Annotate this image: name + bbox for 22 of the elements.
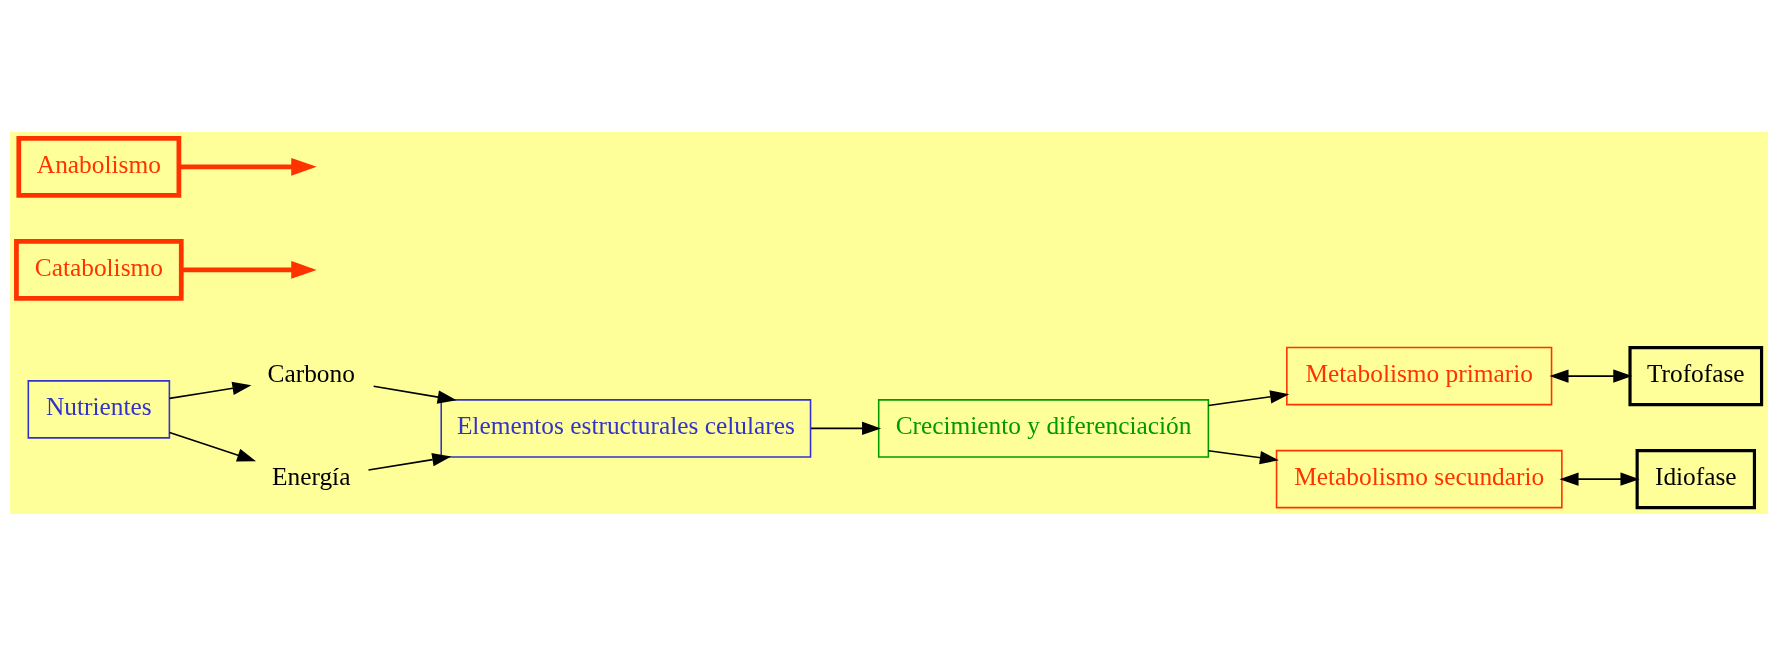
node-box: Metabolismo primario: [1286, 346, 1553, 405]
arrow: [1549, 368, 1633, 383]
node-box: Nutrientes: [27, 379, 171, 439]
arrow: [168, 431, 257, 462]
arrow: [810, 421, 882, 435]
arrow: [1559, 471, 1640, 486]
node-box: Trofofase: [1628, 345, 1764, 406]
node-box: Catabolismo: [14, 238, 184, 301]
arrow: [178, 157, 317, 176]
node-text: Energía: [272, 461, 351, 490]
arrow: [168, 381, 252, 399]
node-text: Carbono: [267, 358, 355, 387]
arrow: [372, 385, 457, 404]
arrow: [367, 452, 452, 471]
node-box: Elementos estructurales celulares: [440, 398, 812, 458]
node-box: Crecimiento y diferenciación: [877, 398, 1210, 458]
arrow: [1207, 389, 1290, 406]
node-box: Anabolismo: [16, 135, 182, 198]
node-box: Idiofase: [1635, 448, 1757, 509]
arrow: [181, 260, 317, 279]
arrow: [1207, 449, 1279, 464]
node-box: Metabolismo secundario: [1275, 449, 1563, 508]
